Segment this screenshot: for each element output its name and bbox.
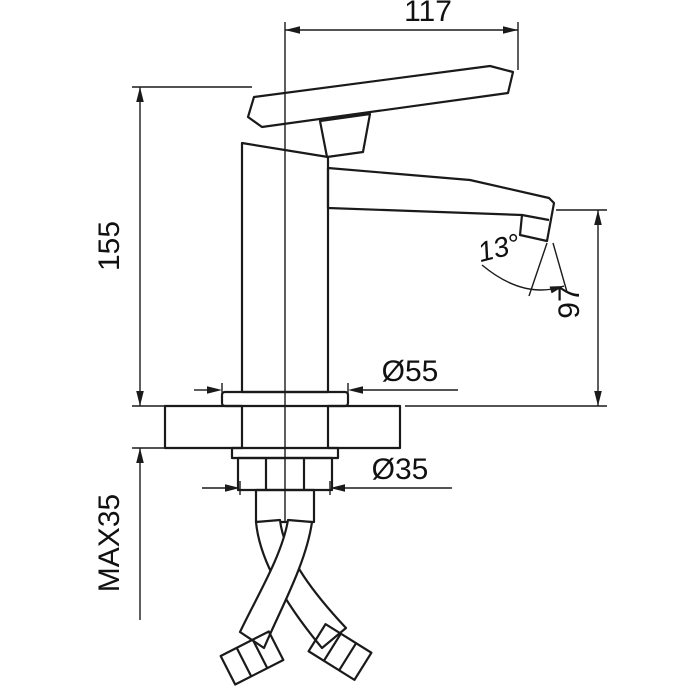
handle-lever <box>246 64 515 129</box>
hose-fitting-left <box>219 630 285 686</box>
dim-d55-label: Ø55 <box>382 355 439 388</box>
spout <box>326 166 556 243</box>
aerator-line <box>521 213 550 222</box>
dim-155-label: 155 <box>93 221 126 271</box>
supply-hose-left-bg <box>240 520 312 648</box>
dimension-outlet-height: 97 <box>405 209 607 407</box>
dimension-spout-reach: 117 <box>285 0 519 70</box>
dim-d35-label: Ø35 <box>372 453 429 486</box>
handle-collar <box>318 112 372 159</box>
dim-117-label: 117 <box>404 0 452 28</box>
dim-97-label: 97 <box>553 285 586 318</box>
dimension-base-diameter: Ø55 <box>194 355 458 399</box>
dimension-max-thickness: MAX35 <box>93 447 200 620</box>
dimension-overall-height: 155 <box>93 86 252 407</box>
dim-max35-label: MAX35 <box>93 494 126 592</box>
dim-13deg-label: 13° <box>474 228 523 268</box>
supply-hose-left <box>238 518 314 650</box>
countertop-left <box>163 404 244 450</box>
faucet-outline <box>163 22 556 686</box>
dimension-mounting-hole: Ø35 <box>202 453 452 495</box>
countertop-right <box>326 404 402 450</box>
threaded-shank <box>254 488 316 524</box>
hose-fitting-right <box>307 623 373 681</box>
